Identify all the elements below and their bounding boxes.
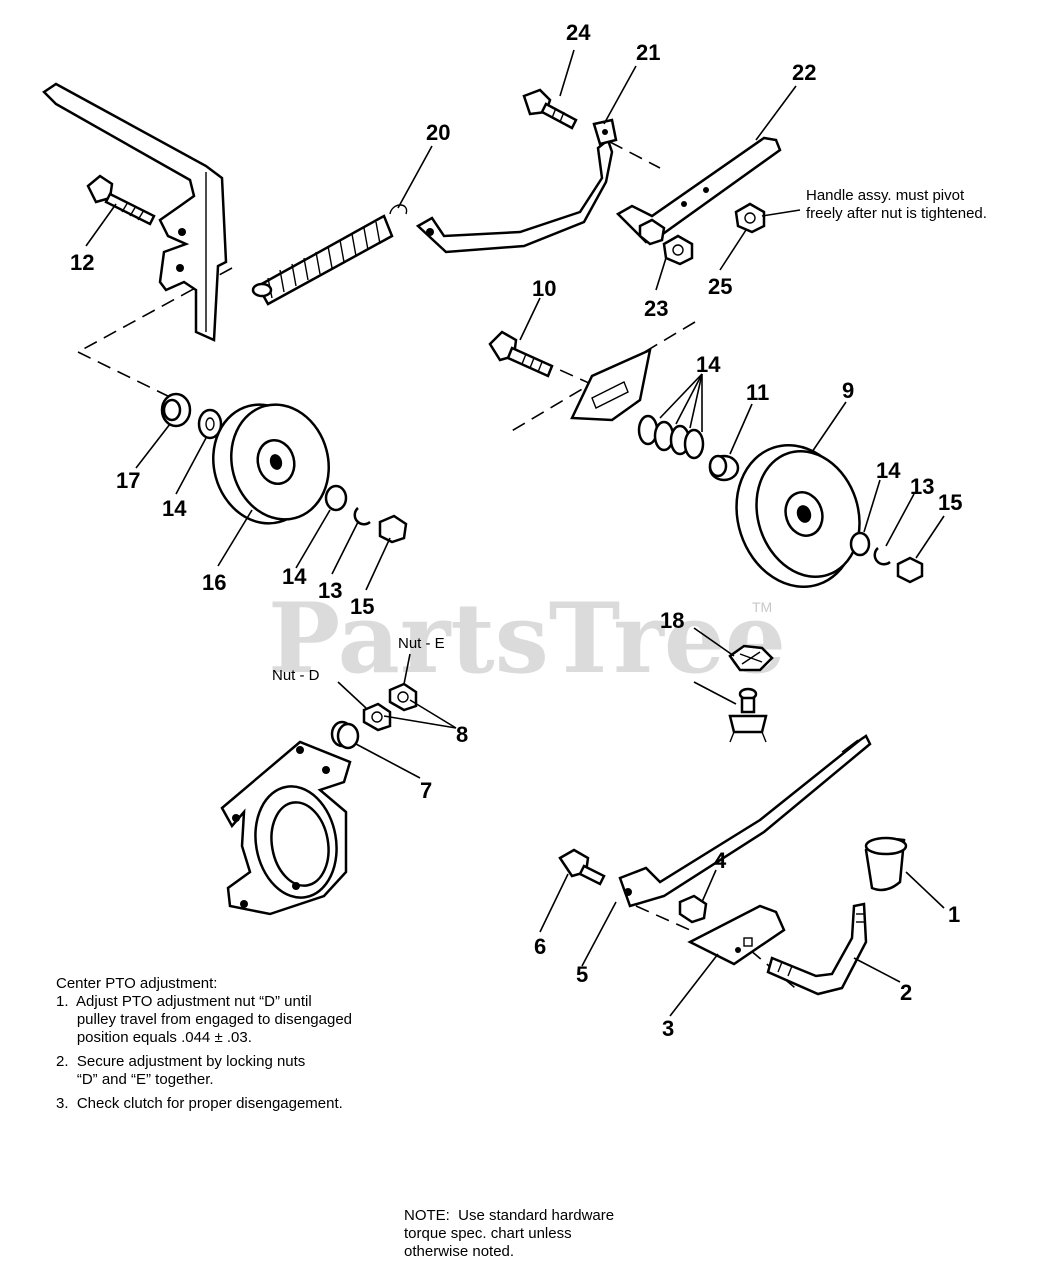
pto-line-6: 3. Check clutch for proper disengagement… — [56, 1095, 343, 1112]
grease-fitting-25 — [728, 687, 768, 743]
note-line-1: NOTE: Use standard hardware — [404, 1207, 614, 1224]
washer-14-pulley — [324, 484, 348, 512]
pto-line-3: position equals .044 ± .03. — [56, 1029, 252, 1046]
nut-15-left — [378, 514, 408, 544]
callout-15-left: 15 — [350, 594, 374, 619]
assembly-line-idler — [509, 321, 696, 433]
bolt-23 — [522, 88, 578, 130]
hex-nut-18 — [728, 644, 774, 672]
callout-7: 7 — [420, 778, 432, 803]
handle-note-line-2: freely after nut is tightened. — [806, 205, 987, 222]
nut-d-label: Nut - D — [272, 667, 320, 684]
assembly-line-rod — [609, 141, 661, 169]
note-line-3: otherwise noted. — [404, 1243, 514, 1260]
hardware-note: NOTE: Use standard hardware torque spec.… — [404, 1207, 614, 1260]
pulley-9 — [735, 443, 861, 589]
callout-numbers: 24 21 22 20 12 23 25 10 14 11 9 17 14 16… — [70, 20, 962, 1041]
callout-18: 18 — [660, 608, 684, 633]
nut-24 — [734, 202, 766, 234]
note-line-2: torque spec. chart unless — [404, 1225, 572, 1242]
lockwasher-13-left — [353, 507, 371, 526]
callout-14-group: 14 — [696, 352, 721, 377]
assembly-line-clutch-rod — [635, 905, 691, 931]
watermark-text: PartsTree — [268, 582, 786, 695]
callout-4: 4 — [714, 848, 727, 873]
bolt-10 — [488, 330, 554, 378]
handle-lever-21 — [615, 136, 782, 244]
clutch-housing — [220, 740, 352, 916]
callout-16: 16 — [202, 570, 226, 595]
callout-2: 2 — [900, 980, 912, 1005]
spring-19 — [251, 204, 408, 306]
assembly-line-bolt10 — [519, 351, 601, 389]
callout-20: 21 — [636, 40, 660, 65]
callout-17: 17 — [116, 468, 140, 493]
bolt-12 — [86, 174, 156, 226]
callout-12: 12 — [70, 250, 94, 275]
washer-stack-14 — [637, 414, 705, 460]
callout-15-right: 15 — [938, 490, 962, 515]
callout-19: 20 — [426, 120, 450, 145]
washer-14-left — [197, 408, 223, 440]
callout-8: 8 — [456, 722, 468, 747]
callout-14-right: 14 — [876, 458, 901, 483]
nut-e-label: Nut - E — [398, 635, 445, 652]
pto-instructions: Center PTO adjustment: 1. Adjust PTO adj… — [56, 975, 352, 1112]
nut-4 — [678, 894, 708, 924]
spring-7 — [330, 720, 360, 750]
nut-e — [388, 682, 418, 712]
callout-10: 10 — [532, 276, 556, 301]
callout-23: 24 — [566, 20, 591, 45]
callout-14-pulley: 14 — [282, 564, 307, 589]
callout-5: 5 — [576, 962, 588, 987]
callout-13-right: 13 — [910, 474, 934, 499]
nut-15-right — [896, 556, 924, 584]
assembly-line-bracket-2 — [77, 351, 181, 403]
nut-d — [362, 702, 392, 732]
pto-line-1: 1. Adjust PTO adjustment nut “D” until — [56, 993, 312, 1010]
pto-line-4: 2. Secure adjustment by locking nuts — [56, 1053, 305, 1070]
handle-note-line-1: Handle assy. must pivot — [806, 187, 965, 204]
lockwasher-13-right — [873, 547, 891, 566]
rod-20 — [415, 118, 618, 254]
callout-9: 9 — [842, 378, 854, 403]
nut-22-small — [638, 218, 666, 246]
callout-24: 25 — [708, 274, 732, 299]
pto-line-2: pulley travel from engaged to disengaged — [56, 1011, 352, 1028]
watermark-trademark: TM — [752, 599, 772, 615]
pto-line-5: “D” and “E” together. — [56, 1071, 214, 1088]
spacer-11 — [708, 454, 740, 482]
clutch-rod-5 — [618, 734, 872, 908]
bracket-arm — [42, 82, 228, 342]
callout-13-left: 13 — [318, 578, 342, 603]
callout-14-left: 14 — [162, 496, 187, 521]
nut-22 — [662, 234, 694, 266]
handle-rod-2 — [766, 902, 868, 996]
bracket-3 — [687, 904, 786, 966]
washer-14-right — [849, 531, 871, 557]
leader-lines — [85, 49, 945, 1017]
callout-11: 11 — [746, 380, 769, 405]
spacer-17 — [160, 392, 192, 428]
idler-bracket — [570, 347, 652, 422]
callout-3: 3 — [662, 1016, 674, 1041]
pulley-16 — [212, 403, 330, 525]
callout-6: 6 — [534, 934, 546, 959]
callout-21: 22 — [792, 60, 816, 85]
bolt-6 — [558, 848, 606, 886]
callout-1: 1 — [948, 902, 960, 927]
pto-heading: Center PTO adjustment: — [56, 975, 217, 992]
callout-22: 23 — [644, 296, 668, 321]
knob-1 — [864, 836, 908, 892]
